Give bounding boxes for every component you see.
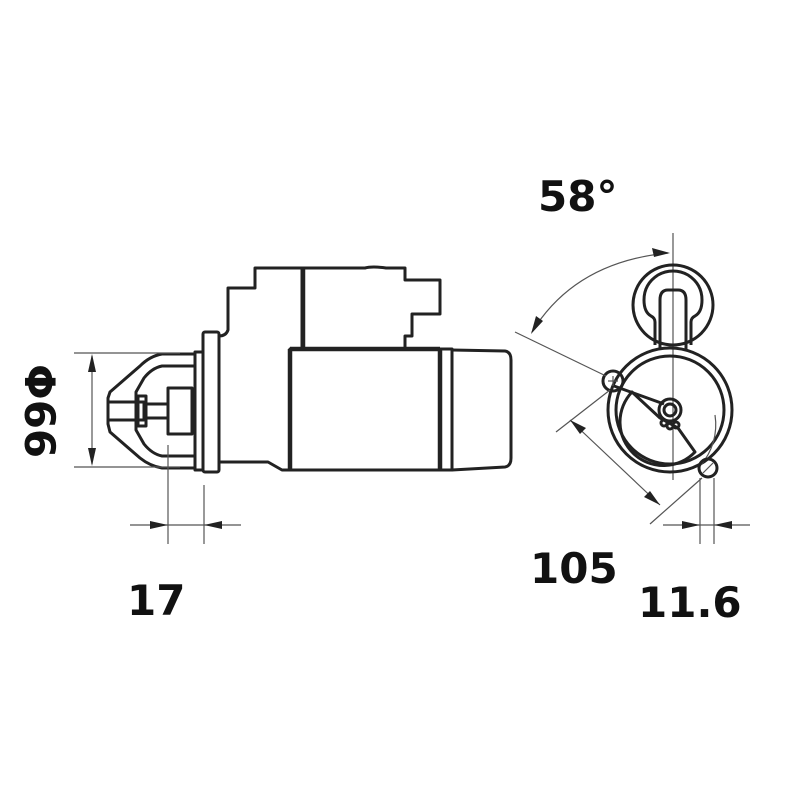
angle-arc <box>531 252 669 333</box>
arrow-down-icon <box>88 448 96 466</box>
arrow-icon <box>531 316 543 334</box>
end-cap <box>451 348 513 472</box>
diameter-label: Φ66 <box>15 364 64 459</box>
front-dimensions <box>514 248 750 544</box>
pinion-sector <box>618 390 697 467</box>
side-view <box>106 265 513 474</box>
solenoid-outline <box>302 265 442 348</box>
shaft-mid <box>144 402 170 420</box>
bolt-cross <box>702 462 714 474</box>
shaft <box>106 400 146 422</box>
hub-inner <box>662 402 678 418</box>
solenoid-neck <box>658 288 688 350</box>
lever-arm <box>613 384 665 406</box>
drive-housing-outline <box>218 266 304 350</box>
solenoid-end-outer <box>631 263 715 347</box>
arrow-icon <box>652 248 670 257</box>
mounting-angle-label: 58° <box>538 172 618 221</box>
spacing-ext-upper <box>555 389 611 433</box>
side-dimensions <box>74 352 241 544</box>
arrow-left-icon <box>714 521 732 529</box>
bolt-hole-upper <box>601 369 625 393</box>
housing-inner <box>614 354 726 466</box>
pinion-housing-inner <box>134 364 195 458</box>
bolt-spacing-label: 105 <box>530 544 618 593</box>
arrow-icon <box>644 491 660 505</box>
mounting-flange <box>201 330 221 474</box>
angle-ext-line <box>514 331 607 377</box>
arrow-up-icon <box>88 354 96 372</box>
arrow-right-icon <box>682 521 700 529</box>
pinion-gear <box>166 386 194 436</box>
arrow-left-icon <box>204 521 222 529</box>
spacing-dim-line <box>569 419 661 506</box>
hub-outer <box>657 397 683 423</box>
motor-body <box>288 347 442 472</box>
motor-band <box>438 347 454 472</box>
front-view <box>601 233 734 480</box>
arrow-right-icon <box>150 521 168 529</box>
drive-housing-lower <box>219 460 290 472</box>
flange-offset-label: 17 <box>127 576 186 625</box>
arrow-icon <box>570 420 586 434</box>
housing-outer <box>606 346 734 474</box>
gear-tooth <box>671 420 681 430</box>
spacing-ext-lower <box>649 477 703 525</box>
solenoid-end-inner <box>642 269 704 345</box>
bolt-hole-label: 11.6 <box>638 578 742 627</box>
bolt-hole-lower <box>697 457 719 479</box>
